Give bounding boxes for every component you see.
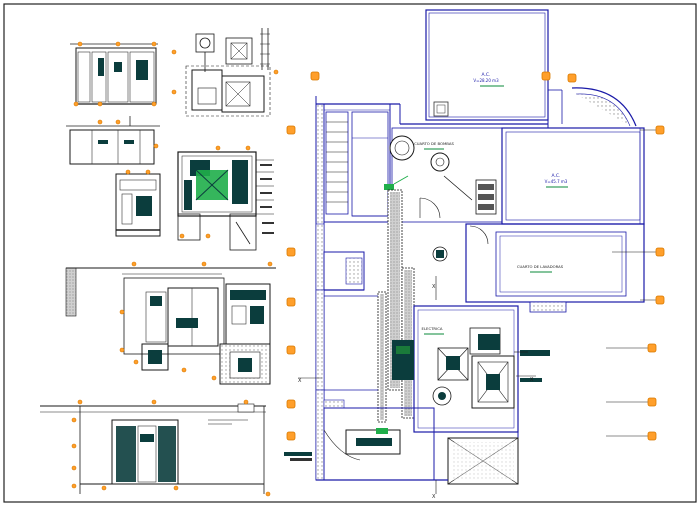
detail-elevation-top-left: [70, 41, 158, 107]
plan-labels: A.C. V=28.20 m3 CUARTO DE BOMBAS A.C. V=…: [298, 72, 568, 500]
detail-elevation-left-2: [66, 116, 160, 165]
label-room-right-sub: V=45.7 m3: [545, 179, 568, 184]
detail-plan-equipment-center: [177, 145, 274, 251]
label-axis-x-top: X: [432, 284, 436, 290]
label-cuarto-bombas: CUARTO DE BOMBAS: [414, 141, 454, 146]
room-right: [501, 127, 645, 225]
grid-markers: [286, 71, 665, 441]
label-room-top: A.C.: [481, 72, 490, 78]
detail-plan-top-middle: [171, 28, 279, 117]
label-axis-x-left: X: [298, 378, 302, 384]
cistern: [447, 437, 519, 485]
floor-plan-main: [284, 9, 660, 494]
label-electrica: ELECTRICA: [422, 326, 443, 331]
label-room-top-sub: V=28.20 m3: [473, 78, 499, 83]
room-laundry: [465, 223, 645, 303]
label-axis-x-bottom: X: [432, 494, 436, 500]
label-axis-x-right: X: [530, 377, 534, 383]
detail-section-left-3: [115, 169, 161, 237]
label-cuarto-lavadoras: CUARTO DE LAVADORAS: [517, 264, 564, 269]
sheet-border: [3, 3, 697, 503]
label-room-right: A.C.: [551, 173, 560, 179]
detail-section-middle-left: [65, 261, 276, 385]
detail-elevation-bottom-left: [40, 399, 271, 497]
